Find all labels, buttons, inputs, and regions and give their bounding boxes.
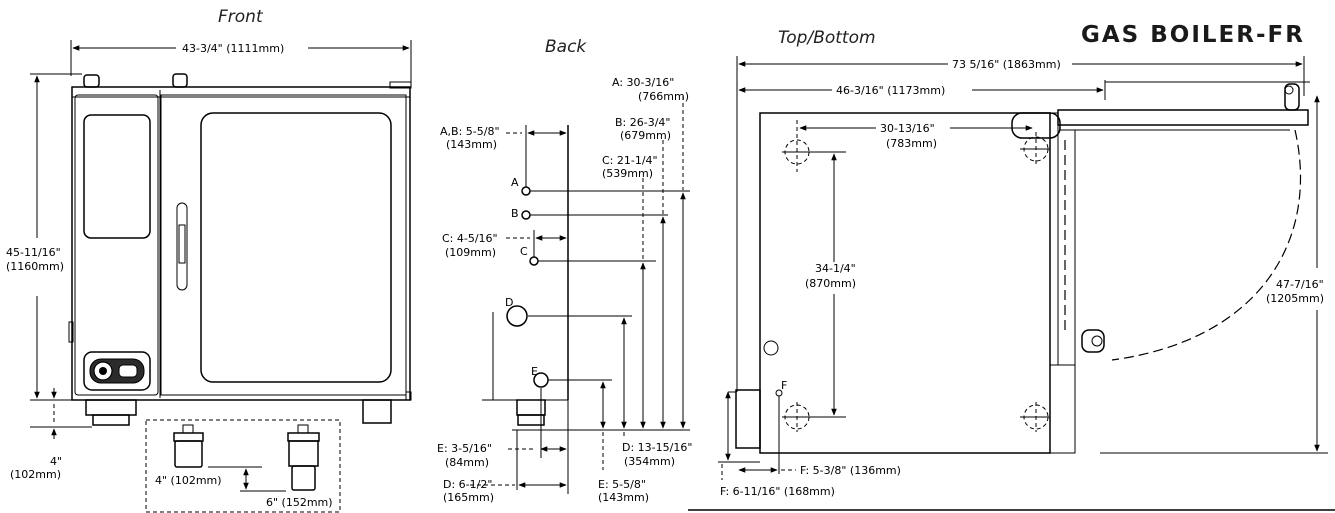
front-view: Front 43-3/4" (1111mm) (6, 7, 412, 513)
dim-d-in: D: 13-15/16" (622, 441, 692, 454)
port-b (521, 210, 531, 220)
dim-d-mm: (354mm) (624, 455, 675, 468)
overall-depth-label: 73 5/16" (1863mm) (952, 58, 1061, 71)
dim-c2-mm: (109mm) (445, 246, 496, 259)
dim-c2-in: C: 4-5/16" (442, 232, 498, 245)
front-height-in: 45-11/16" (6, 246, 61, 259)
dim-b-mm: (679mm) (620, 129, 671, 142)
dim-c-mm: (539mm) (602, 167, 653, 180)
port-f-letter: F (781, 379, 787, 392)
body-depth-label: 46-3/16" (1173mm) (836, 84, 945, 97)
dim-f1: F: 5-3/8" (136mm) (800, 464, 901, 477)
dim-c-in: C: 21-1/4" (602, 154, 658, 167)
foot-marker-4 (1020, 402, 1050, 432)
dim-e-mm: (84mm) (445, 456, 489, 469)
dim-a-in: A: 30-3/16" (612, 76, 674, 89)
foot-depth-in: 34-1/4" (815, 262, 856, 275)
dim-f2: F: 6-11/16" (168mm) (720, 485, 835, 498)
door-window (200, 112, 392, 383)
foot-marker-2 (1020, 132, 1050, 166)
front-body (71, 86, 411, 401)
page-title: GAS BOILER-FR (1081, 22, 1305, 48)
port-a (521, 186, 531, 196)
leg-short-label: 4" (102mm) (155, 474, 222, 487)
port-e-letter: E (531, 365, 538, 378)
gas-inlet (735, 389, 761, 449)
dim-e-in: E: 3-5/16" (437, 442, 492, 455)
front-height-mm: (1160mm) (6, 260, 64, 273)
door-swing-in: 47-7/16" (1276, 278, 1324, 291)
foot-marker-3 (782, 402, 846, 432)
front-foot-in: 4" (50, 455, 62, 468)
foot-span-mm: (783mm) (886, 137, 937, 150)
dim-b-in: B: 26-3/4" (615, 116, 670, 129)
top-body (759, 112, 1051, 454)
port-d-letter: D (505, 296, 513, 309)
dim-d2-mm: (165mm) (443, 491, 494, 504)
port-b-letter: B (511, 207, 519, 220)
foot-depth-mm: (870mm) (805, 277, 856, 290)
foot-span-in: 30-13/16" (880, 122, 935, 135)
door-swing-arc (1111, 129, 1302, 361)
dim-ab-in: A,B: 5-5/8" (440, 125, 500, 138)
dim-ab-mm: (143mm) (446, 138, 497, 151)
top-view: Top/Bottom 73 5/16" (1863mm) 46-3/16" (1… (688, 28, 1335, 511)
back-view: Back A B C D E (437, 37, 692, 504)
control-panel (83, 351, 151, 391)
front-view-title: Front (218, 7, 264, 27)
port-d (506, 305, 528, 327)
port-c (529, 256, 539, 266)
front-width-label: 43-3/4" (1111mm) (182, 42, 284, 55)
door-top (1057, 109, 1309, 126)
back-view-title: Back (545, 37, 587, 57)
dim-e2-in: E: 5-5/8" (598, 478, 646, 491)
front-foot-mm: (102mm) (10, 468, 61, 481)
foot-marker-1 (782, 120, 846, 172)
top-view-title: Top/Bottom (778, 28, 876, 48)
port-c-letter: C (520, 245, 528, 258)
door-swing-mm: (1205mm) (1266, 292, 1324, 305)
leg-options-box (145, 419, 341, 513)
dim-d2-in: D: 6-1/2" (443, 478, 492, 491)
dim-a-mm: (766mm) (638, 90, 689, 103)
port-a-letter: A (511, 176, 519, 189)
leg-tall-label: 6" (152mm) (266, 496, 333, 509)
dim-e2-mm: (143mm) (598, 491, 649, 504)
